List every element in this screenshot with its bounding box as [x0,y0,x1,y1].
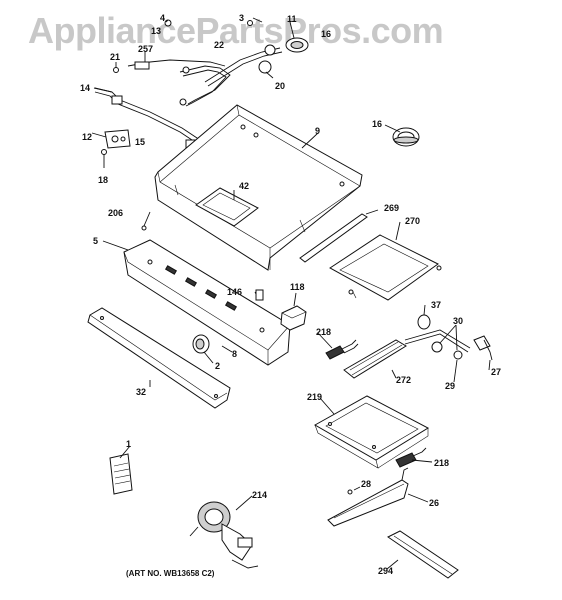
igniter-lower [395,447,427,468]
burner-cap-group [285,37,420,147]
front-strip [87,307,231,409]
label-28: 28 [361,479,371,489]
label-4: 4 [160,13,165,23]
trim-strip [299,213,368,263]
watermark-logo: AppliancePartsPros.com [28,10,444,51]
part-labels: 4 13 3 11 22 16 257 21 20 14 9 16 12 15 … [80,13,501,576]
label-42: 42 [239,181,249,191]
label-9: 9 [315,126,320,136]
label-21: 21 [110,52,120,62]
label-8: 8 [232,349,237,359]
label-32: 32 [136,387,146,397]
art-number: (ART NO. WB13658 C2) [126,569,215,578]
orifice-fittings [404,329,493,361]
grommet [417,314,431,330]
bake-burner [327,467,409,527]
label-13: 13 [151,26,161,36]
clip-146 [255,289,264,301]
label-16-top: 16 [321,29,331,39]
broil-pan [313,395,430,469]
leader-lines [91,17,491,570]
label-118: 118 [290,282,305,292]
label-16: 16 [372,119,382,129]
valve-bracket [104,129,131,149]
label-3: 3 [239,13,244,23]
label-1: 1 [126,439,131,449]
manifold-panel [123,239,291,366]
burner-tube [343,339,407,379]
label-37: 37 [431,300,441,310]
label-218-upper: 218 [316,327,331,337]
label-270: 270 [405,216,420,226]
label-2: 2 [215,361,220,371]
label-18: 18 [98,175,108,185]
label-14: 14 [80,83,90,93]
label-269: 269 [384,203,399,213]
heat-shield [329,234,442,301]
label-294: 294 [378,566,393,576]
label-146: 146 [227,287,242,297]
igniter-upper [325,339,359,360]
label-218-lower: 218 [434,458,449,468]
label-15: 15 [135,137,145,147]
burner-manifold-tubes [94,44,283,157]
screw-28 [347,489,353,495]
label-22: 22 [214,40,224,50]
label-27: 27 [491,367,501,377]
label-272: 272 [396,375,411,385]
label-206: 206 [108,208,123,218]
label-257: 257 [138,44,153,54]
label-12: 12 [82,132,92,142]
knob [192,334,210,354]
bracket-294 [387,530,459,579]
literature-booklet [109,453,133,495]
switch-118 [280,305,307,331]
burner-box [154,104,363,271]
label-219: 219 [307,392,322,402]
pressure-regulator [189,501,259,569]
label-20: 20 [275,81,285,91]
label-30: 30 [453,316,463,326]
label-29: 29 [445,381,455,391]
label-214: 214 [252,490,267,500]
label-5: 5 [93,236,98,246]
label-26: 26 [429,498,439,508]
label-11: 11 [287,14,297,24]
